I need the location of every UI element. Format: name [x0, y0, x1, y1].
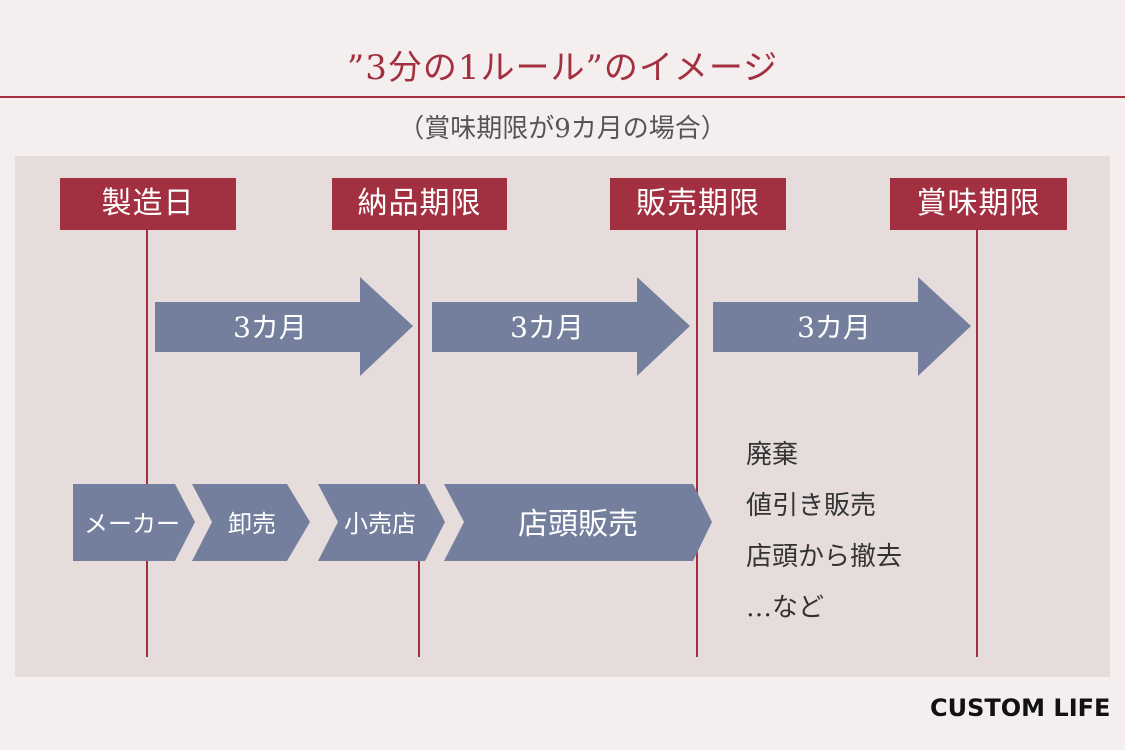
flow-label-wholesale: 卸売: [228, 510, 276, 538]
milestone-best-before-date: 賞味期限: [890, 178, 1067, 230]
diagram-panel: [15, 156, 1110, 677]
flow-label-maker: メーカー: [84, 510, 180, 538]
milestone-manufacture-date: 製造日: [60, 178, 236, 230]
period-label-3: 3カ月: [797, 311, 871, 344]
period-label-1: 3カ月: [233, 311, 307, 344]
flow-step-store-sales: [444, 484, 712, 561]
milestone-delivery-deadline: 納品期限: [332, 178, 507, 230]
outcomes-list: 廃棄 値引き販売 店頭から撤去 …など: [746, 430, 902, 634]
flow-step-wholesale: [192, 484, 310, 561]
flow-label-retailer: 小売店: [344, 510, 416, 538]
flow-label-store-sales: 店頭販売: [518, 507, 638, 542]
outcome-item: 値引き販売: [746, 491, 877, 521]
outcome-item: 廃棄: [746, 440, 799, 470]
milestone-sales-deadline: 販売期限: [610, 178, 786, 230]
period-arrow-2: [432, 277, 690, 376]
period-arrow-3: [713, 277, 971, 376]
period-label-2: 3カ月: [510, 311, 584, 344]
flow-step-retailer: [318, 484, 445, 561]
title-divider: [0, 96, 1125, 98]
page-subtitle: （賞味期限が9カ月の場合）: [398, 114, 727, 144]
outcome-item: 店頭から撤去: [746, 542, 903, 572]
page-title: ”3分の1ルール”のイメージ: [346, 48, 779, 88]
outcome-item: …など: [746, 593, 825, 623]
period-arrow-1: [155, 277, 413, 376]
custom-life-logo: CUSTOM LIFE: [930, 694, 1111, 722]
flow-step-maker: [73, 484, 195, 561]
